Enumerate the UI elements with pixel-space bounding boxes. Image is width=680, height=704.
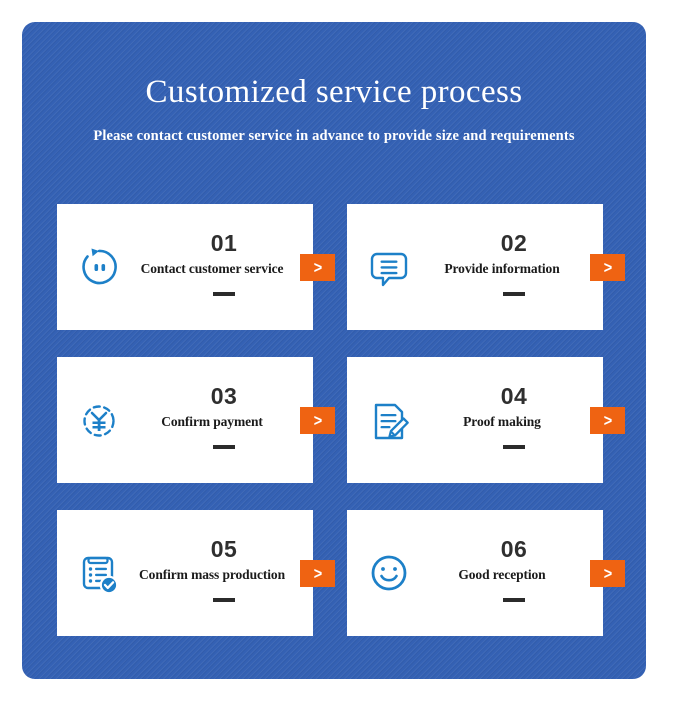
step-card-01[interactable]: 01 Contact customer service <box>57 204 313 330</box>
step-dash <box>135 598 313 602</box>
speech-bubble-lines-icon <box>347 204 425 330</box>
step-number: 03 <box>210 383 238 409</box>
step-text-block: 06 Good reception <box>425 510 603 636</box>
step-number: 01 <box>210 230 238 256</box>
step-number: 05 <box>210 536 238 562</box>
step-dash <box>425 445 603 449</box>
step-number: 06 <box>500 536 528 562</box>
checklist-verified-icon <box>57 510 135 636</box>
step-text-block: 01 Contact customer service <box>135 204 313 330</box>
step-card-02[interactable]: 02 Provide information <box>347 204 603 330</box>
page-title: Customized service process <box>145 74 523 110</box>
step-label: Good reception <box>458 567 546 582</box>
steps-row: 01 Contact customer service <box>57 204 625 330</box>
step-next-button-03[interactable]: > <box>300 407 335 434</box>
chevron-right-icon: > <box>313 411 322 430</box>
step-dash <box>425 598 603 602</box>
page-subtitle: Please contact customer service in advan… <box>93 128 575 144</box>
chevron-right-icon: > <box>313 258 322 277</box>
smiley-face-icon <box>347 510 425 636</box>
step-label: Proof making <box>463 414 541 429</box>
chevron-right-icon: > <box>603 258 612 277</box>
step-label: Provide information <box>444 261 560 276</box>
steps-row: 05 Confirm mass production <box>57 510 625 636</box>
step-number: 02 <box>500 230 528 256</box>
step-number: 04 <box>500 383 528 409</box>
step-next-button-06[interactable]: > <box>590 560 625 587</box>
chevron-right-icon: > <box>313 564 322 583</box>
step-label: Confirm payment <box>161 414 263 429</box>
step-card-04[interactable]: 04 Proof making <box>347 357 603 483</box>
customer-service-icon <box>57 204 135 330</box>
step-card-05[interactable]: 05 Confirm mass production <box>57 510 313 636</box>
step-next-button-01[interactable]: > <box>300 254 335 281</box>
step-label: Contact customer service <box>140 261 284 276</box>
step-text-block: 04 Proof making <box>425 357 603 483</box>
chevron-right-icon: > <box>603 564 612 583</box>
step-text-block: 05 Confirm mass production <box>135 510 313 636</box>
steps-row: 03 Confirm payment <box>57 357 625 483</box>
step-next-button-04[interactable]: > <box>590 407 625 434</box>
step-dash <box>135 445 313 449</box>
chevron-right-icon: > <box>603 411 612 430</box>
steps-grid: 01 Contact customer service <box>57 204 625 636</box>
step-card-03[interactable]: 03 Confirm payment <box>57 357 313 483</box>
step-label: Confirm mass production <box>139 567 285 582</box>
document-pencil-icon <box>347 357 425 483</box>
step-card-06[interactable]: 06 Good reception <box>347 510 603 636</box>
yen-payment-icon <box>57 357 135 483</box>
step-text-block: 03 Confirm payment <box>135 357 313 483</box>
step-dash <box>425 292 603 296</box>
step-dash <box>135 292 313 296</box>
blue-panel: Customized service process Please contac… <box>22 22 646 679</box>
step-text-block: 02 Provide information <box>425 204 603 330</box>
step-next-button-05[interactable]: > <box>300 560 335 587</box>
step-next-button-02[interactable]: > <box>590 254 625 281</box>
